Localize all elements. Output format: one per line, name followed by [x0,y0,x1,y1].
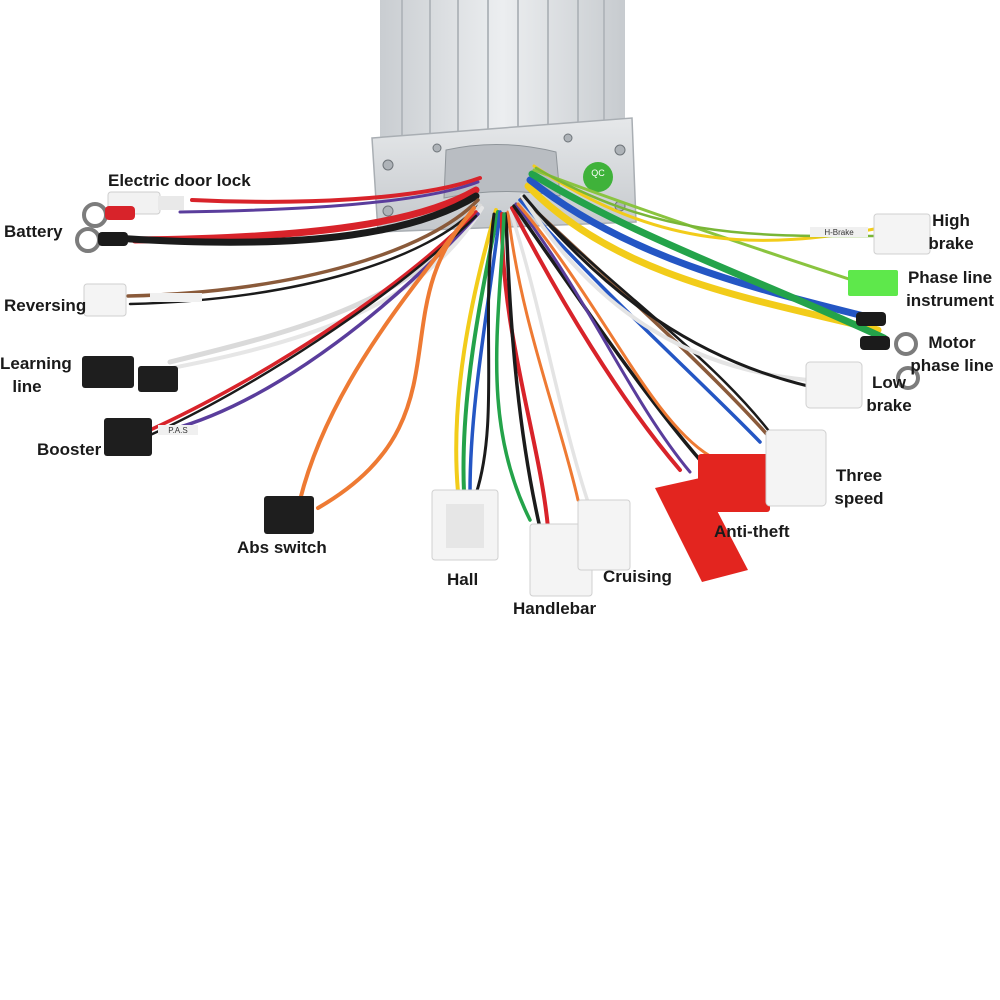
wire-low-brake-black [522,194,810,388]
wire-motor-phase-yellow [524,182,882,334]
label-high-brake: High brake [920,209,982,255]
wire-motor-phase-green [528,170,888,342]
label-three-speed-1: Three [835,466,883,485]
label-learning-line-1: Learning [0,354,72,373]
connector-high-brake: H-Brake [810,213,931,255]
label-booster: Booster [37,440,102,459]
high-brake-print: H-Brake [824,228,854,237]
connector-anti-theft [655,454,770,582]
connector-booster: P.A.S [104,418,198,456]
label-anti-theft: Anti-theft [714,522,790,541]
connector-hall [431,489,499,561]
label-low-brake-1: Low [872,373,906,392]
wire-reversing-brown [126,198,480,298]
wire-purple-door-lock [178,180,480,214]
wire-motor-phase-blue [526,176,884,324]
connector-three-speed [765,429,827,507]
label-motor-phase-line-2: phase line [910,356,994,375]
label-low-brake-2: brake [866,396,912,415]
connector-low-brake [805,361,863,409]
connector-reversing [83,283,202,317]
wire-cruising-white [508,208,592,510]
label-cruising: Cruising [603,567,672,586]
label-battery: Battery [4,222,63,241]
label-electric-door-lock: Electric door lock [108,171,251,190]
wire-booster-red [148,210,478,432]
connector-battery-rings [75,202,135,253]
label-hall: Hall [447,570,479,589]
wire-booster-black [146,214,478,438]
right-wire-harness [520,164,888,388]
qc-sticker-text: QC [591,168,605,178]
wire-battery-red [131,186,480,244]
label-handlebar: Handlebar [513,599,597,618]
label-motor-phase-line-1: Motor [928,333,976,352]
label-abs-switch: Abs switch [237,538,327,557]
label-learning-line: Learning line [0,352,72,398]
wire-hall-yellow [454,208,498,494]
connector-cruising [577,499,631,571]
label-low-brake: Low brake [860,371,918,417]
wire-anti-theft-purple [514,202,692,474]
wire-three-speed-blue [518,198,762,444]
label-high-brake-2: brake [928,234,974,253]
label-phase-line-instrument-1: Phase line [907,268,993,287]
wire-anti-theft-black [512,204,702,462]
label-reversing: Reversing [4,296,87,315]
label-high-brake-1: High [932,211,970,230]
wire-red-door-lock [190,176,482,204]
connector-motor-phase [856,312,920,390]
wire-hall-blue [468,210,502,494]
connector-learning-line [82,356,178,392]
wire-cruising-orange [506,210,580,502]
wire-anti-theft-orange [516,202,712,458]
wire-battery-black [111,192,480,246]
label-three-speed: Three speed [829,464,889,510]
wire-handlebar-black [504,212,542,530]
wire-anti-theft-red [510,206,682,472]
qc-sticker: QC [583,162,613,192]
connector-abs-switch [264,496,314,534]
wire-abs-orange-2 [316,210,474,510]
label-phase-line-instrument-2: instrument [906,291,994,310]
wire-hall-black [474,212,496,496]
pas-print: P.A.S [168,426,187,435]
left-wire-harness [111,176,484,510]
wire-handlebar-green [494,212,532,522]
connector-phase-instrument [848,270,898,296]
label-phase-line-instrument: Phase line instrument [902,266,998,312]
label-learning-line-2: line [12,377,42,396]
label-three-speed-2: speed [834,489,884,508]
label-motor-phase-line: Motor phase line [906,331,998,377]
wire-phase-instrument-yellowgreen [532,168,860,284]
